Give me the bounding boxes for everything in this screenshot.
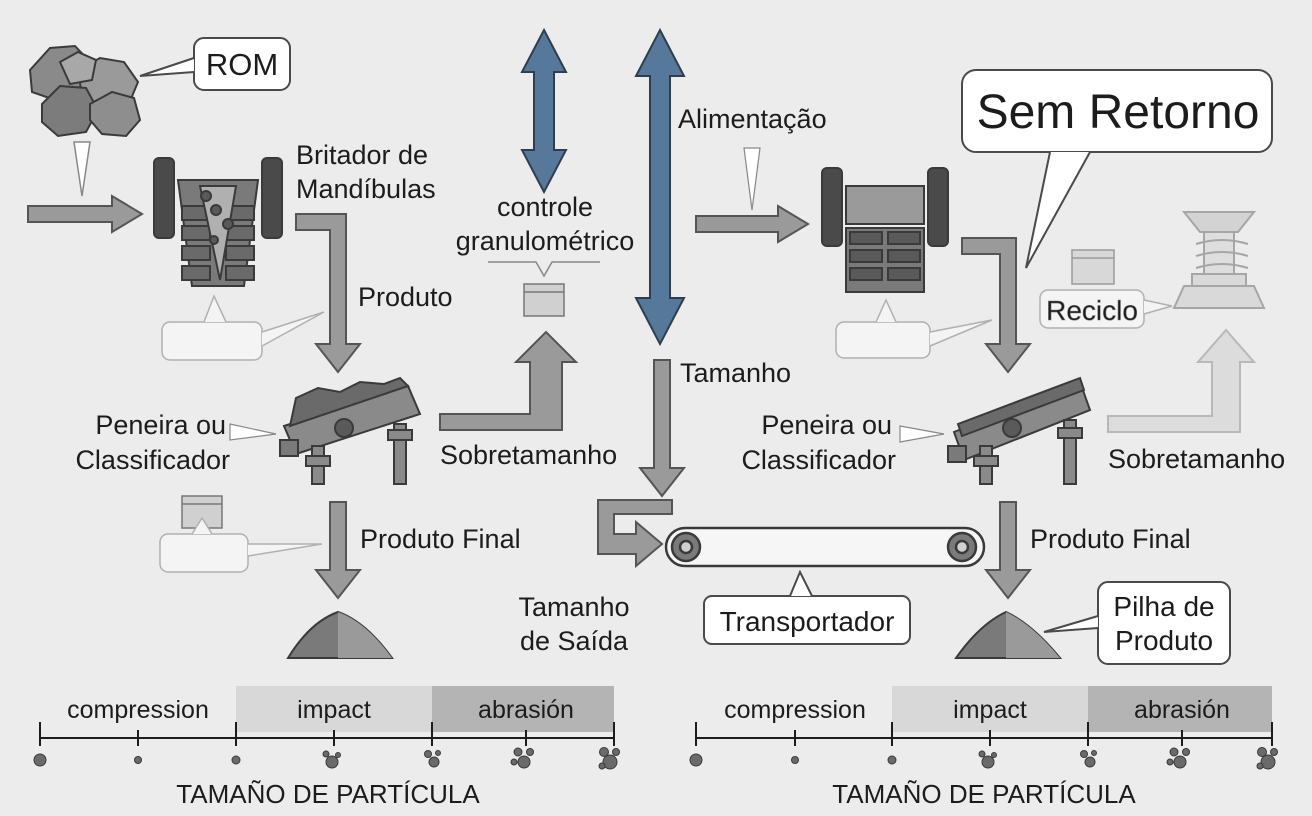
screen-label-3: Peneira ou [761,410,892,440]
feed-arrow-right [695,204,810,244]
tamanho-arrow [637,359,687,498]
saida-label-1: Tamanho [518,592,629,622]
sobretamanho-label-2: Sobretamanho [1108,444,1285,474]
reciclo-callout: Reciclo [1039,289,1173,329]
particle-scale-left: compression impact abrasión TAMAÑO DE PA… [33,686,620,809]
crusher-label-1: Britador de [296,140,428,170]
conveyor-belt-icon [664,526,986,568]
controle-bracket [488,261,600,278]
vibrating-screen-icon [279,376,422,485]
pilha-callout: Pilha de Produto [1043,581,1231,665]
rom-rock-pile-icon [28,44,142,138]
scale-1-segment-impact: impact [297,696,371,724]
produto-label: Produto [358,282,453,312]
saida-label-2: de Saída [520,626,629,656]
product-pile-icon [286,610,394,659]
empty-callout-2 [159,516,323,573]
sem-retorno-label: Sem Retorno [977,86,1260,139]
screen-label-1: Peneira ou [95,410,226,440]
rom-pointer [73,141,91,197]
screen-pointer [229,423,277,441]
alimentacao-label: Alimentação [678,104,827,134]
particle-icons-2 [689,747,1278,770]
scale-2-segment-abrasion: abrasión [1134,696,1230,724]
oversize-arrow [439,330,579,431]
jaw-crusher-icon [153,157,283,287]
product-pile-icon-2 [954,610,1063,659]
pilha-label-1: Pilha de [1113,591,1214,622]
reciclo-label: Reciclo [1046,295,1138,326]
screen-pointer-2 [899,425,945,443]
particle-icons [33,747,620,770]
controle-label-1: controle [497,192,593,222]
pilha-label-2: Produto [1115,625,1213,656]
scale-1-segment-abrasion: abrasión [478,696,574,724]
rom-callout: ROM [139,37,291,91]
sem-retorno-callout: Sem Retorno [961,69,1273,269]
document-icon-3 [1071,249,1115,285]
blue-double-arrow-2 [634,27,686,347]
feed-arrow [27,194,144,234]
particle-scale-right: compression impact abrasión TAMAÑO DE PA… [689,686,1278,809]
scale-2-segment-compression: compression [724,696,866,724]
empty-callout-1 [161,294,325,361]
empty-callout-3 [835,298,993,359]
vibrating-screen-icon-2 [947,376,1092,485]
produto-final-label-2: Produto Final [1030,524,1191,554]
final-product-arrow-2 [983,501,1033,600]
sobretamanho-label: Sobretamanho [440,440,617,470]
cone-crusher-icon [1172,211,1266,309]
screen-label-4: Classificador [741,445,896,475]
controle-label-2: granulométrico [456,226,635,256]
scale-2-axis-label: TAMAÑO DE PARTÍCULA [832,779,1136,809]
produto-final-label: Produto Final [360,524,521,554]
scale-2-segment-impact: impact [953,696,1027,724]
alimentacao-pointer [743,147,761,211]
jaw-crusher-icon-2 [821,167,949,293]
scale-1-axis-label: TAMAÑO DE PARTÍCULA [176,779,480,809]
transportador-label: Transportador [720,606,895,637]
scale-1-segment-compression: compression [67,696,209,724]
document-icon [523,283,565,317]
crusher-label-2: Mandíbulas [296,174,436,204]
product-arrow-2 [961,237,1033,374]
rom-label: ROM [206,47,278,82]
conveyor-feed-arrow [597,499,673,569]
transportador-callout: Transportador [703,569,911,645]
product-arrow [295,213,363,374]
oversize-arrow-2 [1107,328,1257,433]
blue-double-arrow-1 [520,27,568,195]
final-product-arrow [313,501,363,600]
tamanho-label: Tamanho [680,358,791,388]
screen-label-2: Classificador [75,445,230,475]
